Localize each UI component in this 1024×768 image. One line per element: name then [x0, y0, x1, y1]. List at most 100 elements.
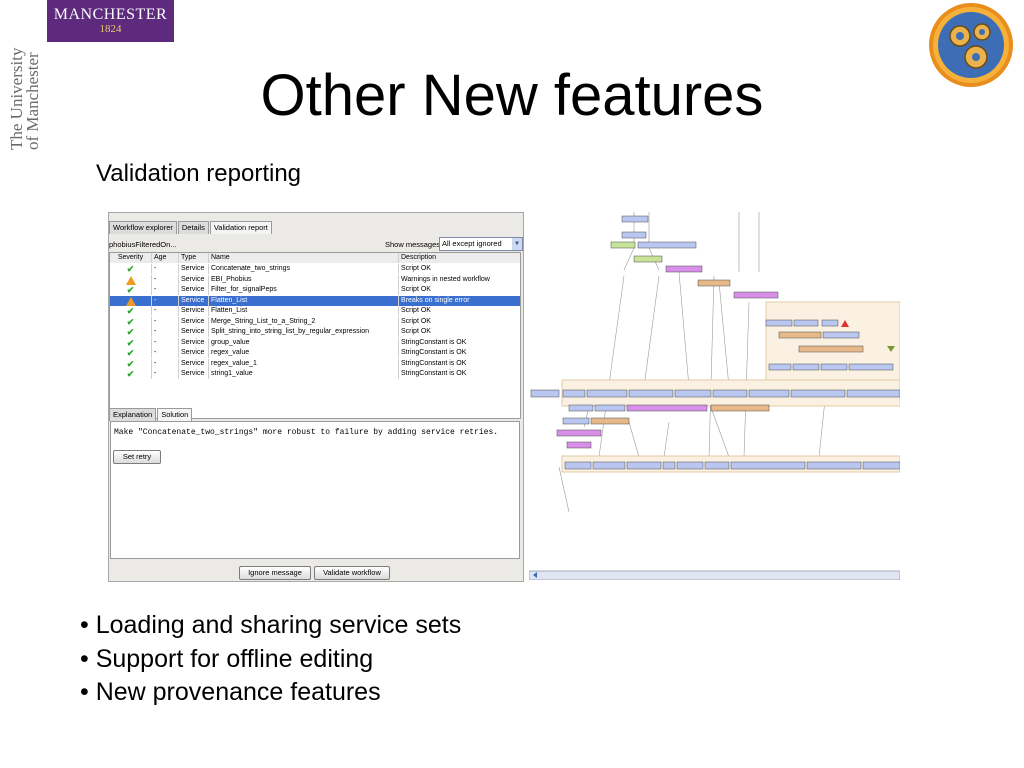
- check-icon: ✔: [126, 327, 135, 337]
- slide-title: Other New features: [260, 63, 764, 128]
- severity-cell: ✔: [110, 327, 152, 337]
- logo-wordmark: MANCHESTER: [53, 6, 168, 23]
- tab-solution[interactable]: Solution: [157, 408, 193, 421]
- description-cell: StringConstant is OK: [401, 370, 467, 377]
- logo-year: 1824: [99, 23, 122, 35]
- type-cell: Service: [179, 316, 209, 327]
- type-cell: Service: [179, 295, 209, 306]
- show-messages-label: Show messages:: [385, 240, 443, 249]
- tab-workflow-explorer[interactable]: Workflow explorer: [109, 221, 177, 234]
- name-cell: Flatten_List: [209, 295, 399, 306]
- severity-cell: ✔: [110, 285, 152, 295]
- age-cell: -: [152, 274, 179, 285]
- check-icon: ✔: [126, 306, 135, 316]
- table-header: Severity Age Type Name Description: [110, 253, 520, 263]
- type-cell: Service: [179, 285, 209, 295]
- check-icon: ✔: [126, 348, 135, 358]
- feature-list: • Loading and sharing service sets • Sup…: [80, 609, 461, 710]
- severity-cell: ✔: [110, 306, 152, 316]
- column-header-name[interactable]: Name: [209, 253, 399, 263]
- name-cell: EBI_Phobius: [209, 274, 399, 285]
- age-cell: -: [152, 285, 179, 295]
- check-icon: ✔: [126, 285, 135, 295]
- validation-table: Severity Age Type Name Description ✔-Ser…: [109, 252, 521, 419]
- type-cell: Service: [179, 358, 209, 369]
- explanation-tabs: Explanation Solution: [109, 408, 193, 421]
- severity-cell: ✔: [110, 358, 152, 369]
- column-header-severity[interactable]: Severity: [110, 253, 152, 263]
- column-header-age[interactable]: Age: [152, 253, 179, 263]
- workflow-graph: [528, 212, 901, 581]
- age-cell: -: [152, 358, 179, 369]
- column-header-type[interactable]: Type: [179, 253, 209, 263]
- solution-text: Make "Concatenate_two_strings" more robu…: [114, 428, 499, 437]
- type-cell: Service: [179, 274, 209, 285]
- name-cell: Flatten_List: [209, 306, 399, 316]
- description-cell: Script OK: [401, 307, 431, 314]
- severity-cell: ✔: [110, 348, 152, 358]
- description-cell: Breaks on single error: [401, 296, 470, 304]
- description-cell: StringConstant is OK: [401, 349, 467, 356]
- solution-pane: Make "Concatenate_two_strings" more robu…: [110, 421, 520, 559]
- name-cell: regex_value_1: [209, 358, 399, 369]
- ignore-message-button[interactable]: Ignore message: [239, 566, 311, 580]
- chevron-down-icon[interactable]: ▼: [512, 238, 522, 250]
- age-cell: -: [152, 327, 179, 337]
- age-cell: -: [152, 316, 179, 327]
- severity-cell: ✔: [110, 316, 152, 327]
- age-cell: -: [152, 264, 179, 274]
- description-cell: Warnings in nested workflow: [401, 275, 490, 283]
- description-cell: StringConstant is OK: [401, 338, 467, 346]
- check-icon: ✔: [126, 369, 135, 379]
- severity-cell: ✔: [110, 264, 152, 274]
- type-cell: Service: [179, 264, 209, 274]
- name-cell: Filter_for_signalPeps: [209, 285, 399, 295]
- warning-icon: [125, 275, 136, 285]
- check-icon: ✔: [126, 358, 135, 369]
- show-messages-dropdown[interactable]: All except ignored ▼: [439, 237, 523, 251]
- description-cell: Script OK: [401, 317, 431, 325]
- age-cell: -: [152, 306, 179, 316]
- feature-item-provenance: • New provenance features: [80, 678, 381, 706]
- age-cell: -: [152, 337, 179, 348]
- name-cell: regex_value: [209, 348, 399, 358]
- tab-validation-report[interactable]: Validation report: [209, 221, 272, 234]
- check-icon: ✔: [126, 316, 135, 327]
- feature-item-offline-editing: • Support for offline editing: [80, 644, 374, 673]
- workflow-name: phobiusFilteredOn...: [109, 240, 177, 249]
- type-cell: Service: [179, 369, 209, 379]
- name-cell: Merge_String_List_to_a_String_2: [209, 316, 399, 327]
- validation-report-panel: Workflow explorer Details Validation rep…: [108, 212, 524, 582]
- set-retry-button[interactable]: Set retry: [113, 450, 161, 464]
- tab-details[interactable]: Details: [177, 221, 209, 234]
- validate-workflow-button[interactable]: Validate workflow: [314, 566, 390, 580]
- type-cell: Service: [179, 306, 209, 316]
- age-cell: -: [152, 295, 179, 306]
- name-cell: Split_string_into_string_list_by_regular…: [209, 327, 399, 337]
- tab-explanation[interactable]: Explanation: [109, 408, 157, 421]
- university-logo: MANCHESTER 1824: [47, 0, 174, 42]
- name-cell: Concatenate_two_strings: [209, 264, 399, 274]
- check-icon: ✔: [126, 337, 135, 348]
- column-header-description[interactable]: Description: [401, 254, 437, 261]
- name-cell: string1_value: [209, 369, 399, 379]
- check-icon: ✔: [126, 264, 135, 274]
- severity-cell: ✔: [110, 337, 152, 348]
- description-cell: Script OK: [401, 265, 431, 272]
- gears-icon: [929, 3, 1013, 87]
- type-cell: Service: [179, 337, 209, 348]
- show-messages-value: All except ignored: [442, 239, 502, 248]
- warning-icon: [125, 296, 136, 306]
- severity-cell: [110, 274, 152, 285]
